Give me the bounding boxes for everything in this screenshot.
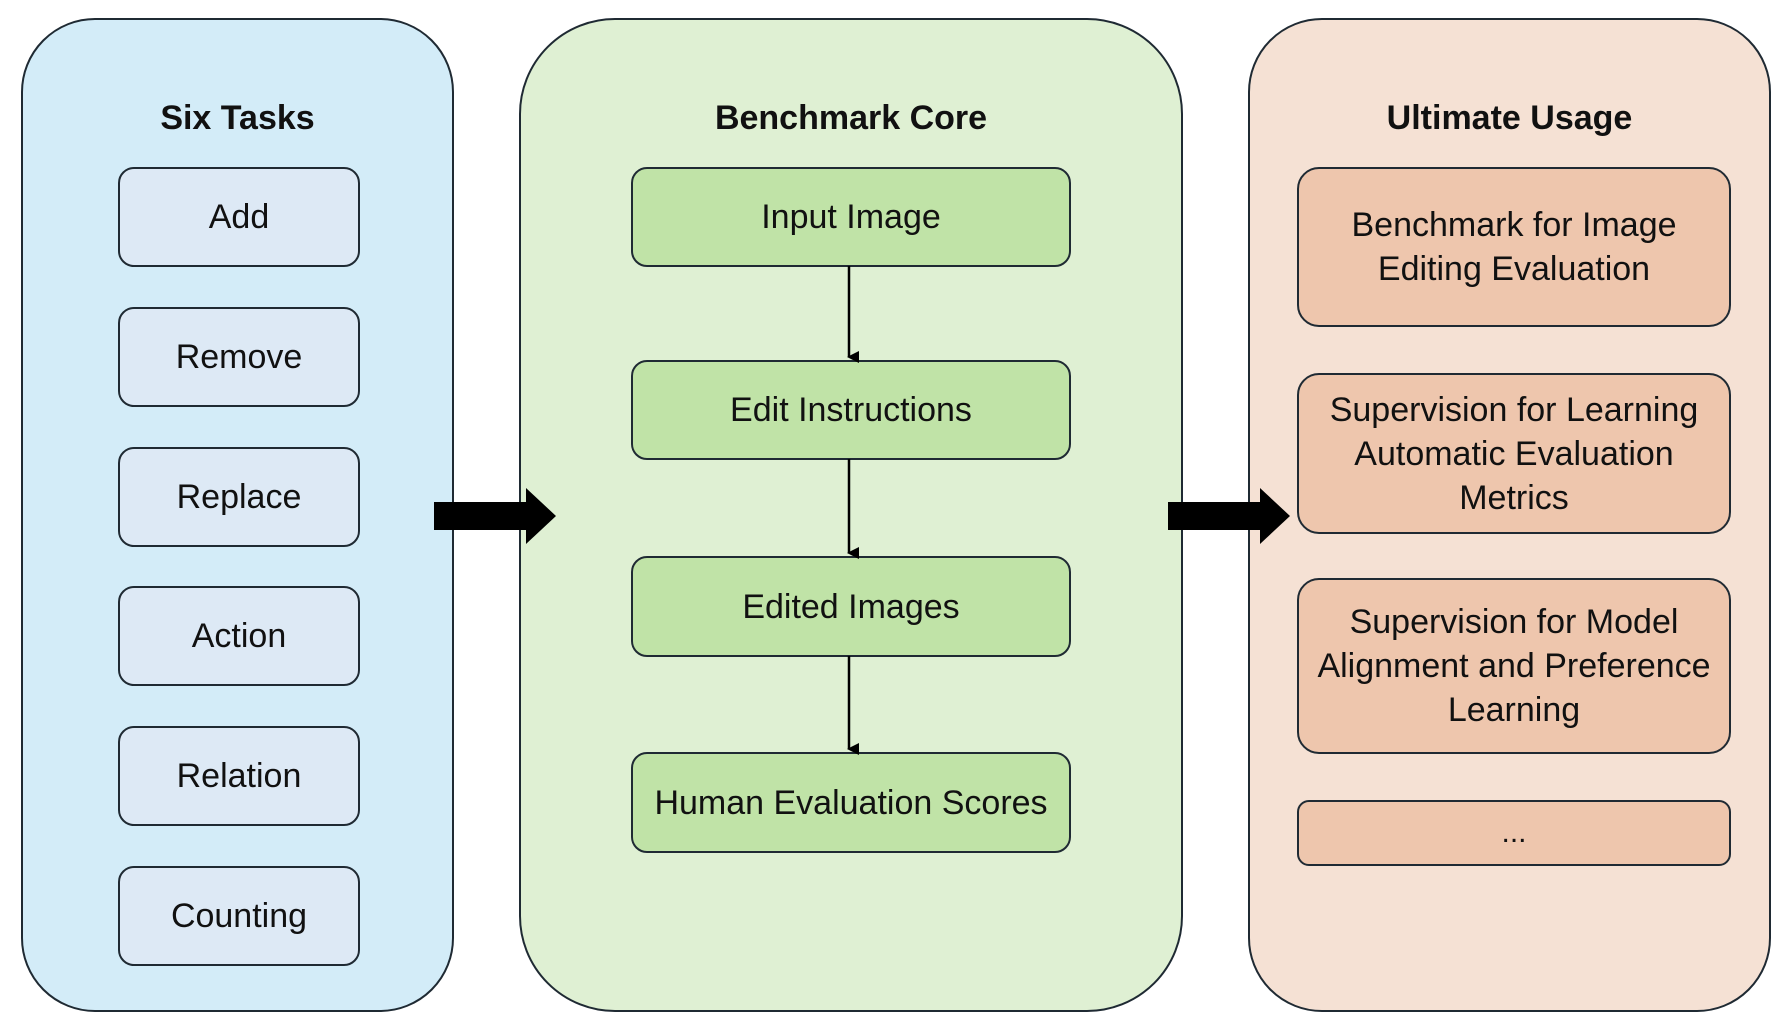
task-add: Add (118, 167, 360, 267)
usage-alignment-preference: Supervision for Model Alignment and Pref… (1297, 578, 1731, 754)
step-input-image: Input Image (631, 167, 1071, 267)
usage-more-ellipsis: ... (1297, 800, 1731, 866)
usage-learning-metrics: Supervision for Learning Automatic Evalu… (1297, 373, 1731, 534)
step-edit-instructions: Edit Instructions (631, 360, 1071, 460)
step-edited-images: Edited Images (631, 556, 1071, 657)
task-action: Action (118, 586, 360, 686)
benchmark-core-panel: Benchmark Core Input Image Edit Instruct… (519, 18, 1183, 1012)
usage-benchmark-evaluation: Benchmark for Image Editing Evaluation (1297, 167, 1731, 327)
task-remove: Remove (118, 307, 360, 407)
task-counting: Counting (118, 866, 360, 966)
step-human-evaluation-scores: Human Evaluation Scores (631, 752, 1071, 853)
task-relation: Relation (118, 726, 360, 826)
ultimate-usage-title: Ultimate Usage (1386, 99, 1633, 137)
benchmark-core-title: Benchmark Core (714, 99, 988, 137)
task-replace: Replace (118, 447, 360, 547)
six-tasks-title: Six Tasks (160, 99, 315, 137)
six-tasks-panel: Six Tasks Add Remove Replace Action Rela… (21, 18, 454, 1012)
ultimate-usage-panel: Ultimate Usage Benchmark for Image Editi… (1248, 18, 1771, 1012)
